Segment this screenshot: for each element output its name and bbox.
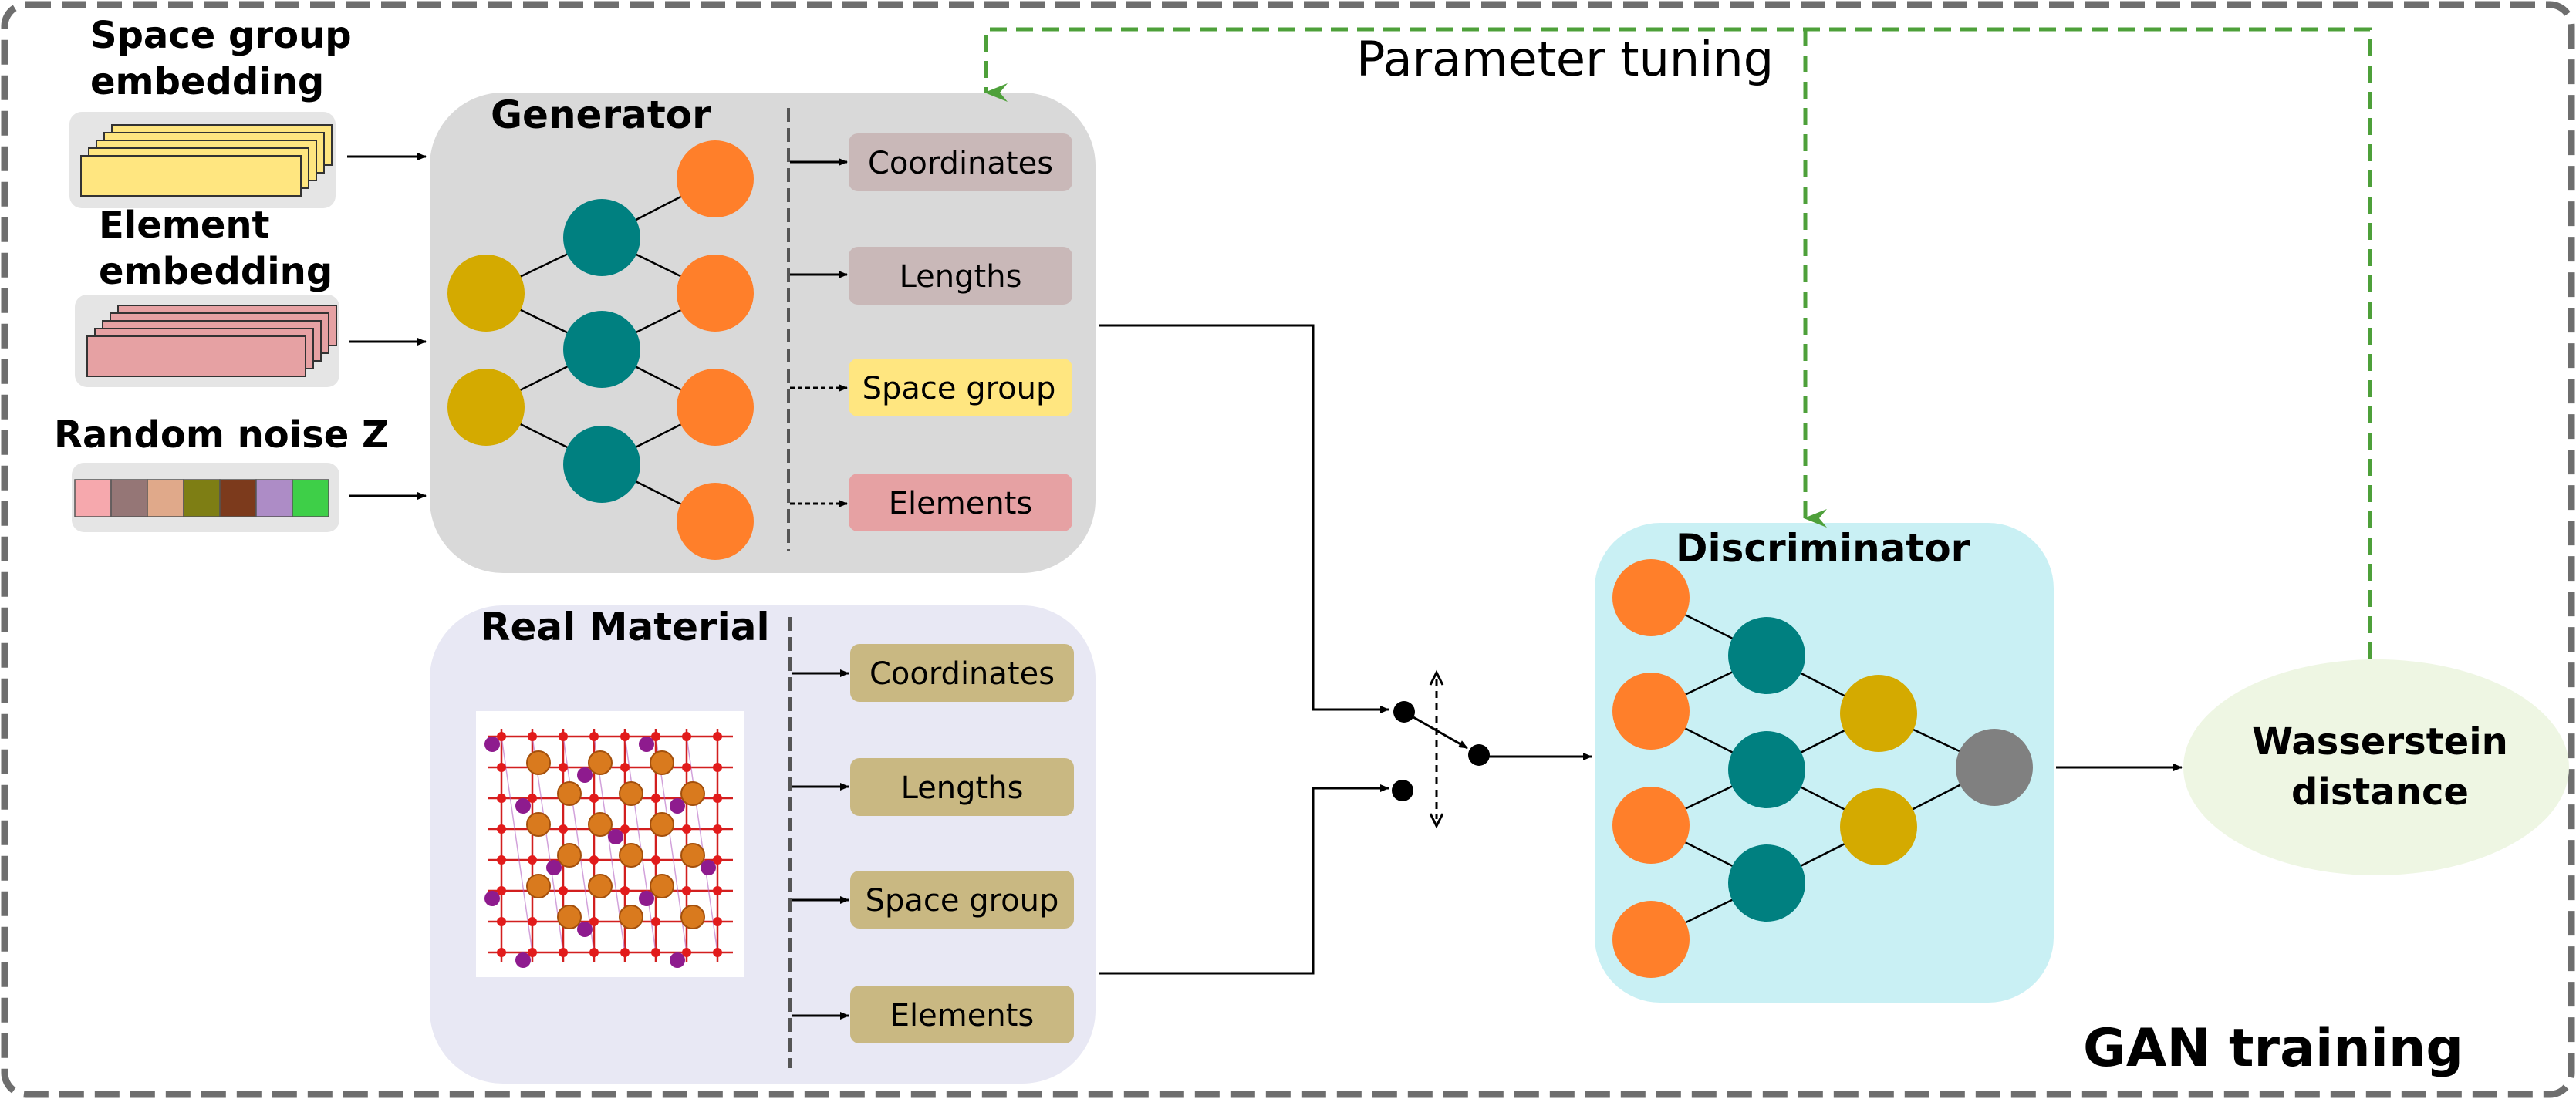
neuron-hidden [563, 426, 640, 503]
switch-lever [1413, 716, 1468, 750]
neuron-hidden [1728, 731, 1805, 808]
feedback-line-to-generator [984, 27, 2372, 659]
parameter-tuning-label: Parameter tuning [1356, 31, 1774, 87]
generator-output-elements-label: Elements [889, 486, 1032, 521]
switch-contact-generator [1393, 701, 1415, 723]
discriminator-network [1612, 559, 2033, 978]
generator-network [447, 140, 754, 560]
random-noise-z: Random noise Z [54, 413, 389, 532]
random-noise-label: Random noise Z [54, 413, 389, 457]
wasserstein-distance: Wasserstein distance [2183, 659, 2569, 875]
generator-output-coordinates [849, 133, 1072, 191]
space-group-embedding: Space group embedding [69, 14, 352, 208]
real-output-lengths [850, 758, 1074, 816]
generator-output-lengths-label: Lengths [900, 259, 1022, 295]
connector-generator-to-switch [1099, 324, 1389, 713]
neuron-output [677, 369, 754, 446]
real-output-space-group-label: Space group [866, 883, 1059, 919]
neuron-hidden [1728, 617, 1805, 694]
noise-swatch [219, 479, 257, 517]
parameter-tuning-feedback: Parameter tuning [984, 27, 2372, 659]
noise-swatch [147, 479, 184, 517]
real-output-space-group [850, 871, 1074, 929]
real-output-elements [850, 986, 1074, 1043]
embedding-layer [80, 155, 302, 197]
neuron-output [677, 483, 754, 560]
space-group-embedding-label-line1: Space group [90, 14, 352, 57]
noise-swatch [110, 479, 148, 517]
neuron-hidden [563, 311, 640, 388]
noise-swatch [255, 479, 293, 517]
neuron-output [677, 140, 754, 217]
neuron-input [1612, 787, 1690, 864]
real-material-block: Real Material Coordinates Lengths Space … [430, 605, 1096, 1084]
random-noise-vector [74, 479, 329, 517]
real-output-lengths-label: Lengths [901, 770, 1024, 806]
gan-training-title: GAN training [2083, 1018, 2463, 1079]
wasserstein-label-line2: distance [2291, 770, 2469, 814]
generator-block: Generator Coordinates [430, 93, 1096, 573]
connector-real-to-switch [1099, 784, 1389, 975]
crystal-structure-image [476, 711, 744, 977]
generator-output-coordinates-label: Coordinates [868, 146, 1053, 181]
neuron-output [677, 255, 754, 332]
neuron-hidden [1728, 844, 1805, 922]
generator-output-lengths [849, 247, 1072, 305]
generator-output-space-group-label: Space group [863, 371, 1056, 406]
embedding-layer [86, 335, 306, 377]
neuron-hidden [1840, 788, 1917, 865]
real-output-elements-label: Elements [890, 998, 1034, 1033]
switch-output-node [1468, 744, 1490, 766]
noise-swatch [183, 479, 221, 517]
real-output-coordinates-label: Coordinates [869, 656, 1055, 692]
discriminator-block: Discriminator [1595, 523, 2054, 1003]
neuron-output [1956, 729, 2033, 806]
neuron-input [1612, 559, 1690, 636]
neuron-input [447, 255, 525, 332]
generator-title: Generator [491, 93, 711, 137]
neuron-input [1612, 901, 1690, 978]
noise-swatch [292, 479, 329, 517]
noise-swatch [74, 479, 112, 517]
element-embedding-label-line2: embedding [99, 250, 333, 293]
real-material-title: Real Material [481, 605, 770, 649]
generator-output-elements [849, 474, 1072, 531]
element-embedding: Element embedding [75, 204, 339, 387]
wasserstein-label-line1: Wasserstein [2252, 720, 2508, 764]
wasserstein-ellipse [2183, 659, 2569, 875]
switch-contact-real [1392, 780, 1413, 801]
switch [1392, 669, 1490, 829]
element-embedding-label-line1: Element [99, 204, 269, 247]
generator-output-space-group [849, 359, 1072, 416]
neuron-input [447, 369, 525, 446]
neuron-hidden [1840, 675, 1917, 752]
discriminator-title: Discriminator [1676, 526, 1970, 571]
discriminator-panel [1595, 523, 2054, 1003]
neuron-hidden [563, 199, 640, 276]
space-group-embedding-label-line2: embedding [90, 60, 324, 103]
neuron-input [1612, 673, 1690, 750]
real-output-coordinates [850, 644, 1074, 702]
